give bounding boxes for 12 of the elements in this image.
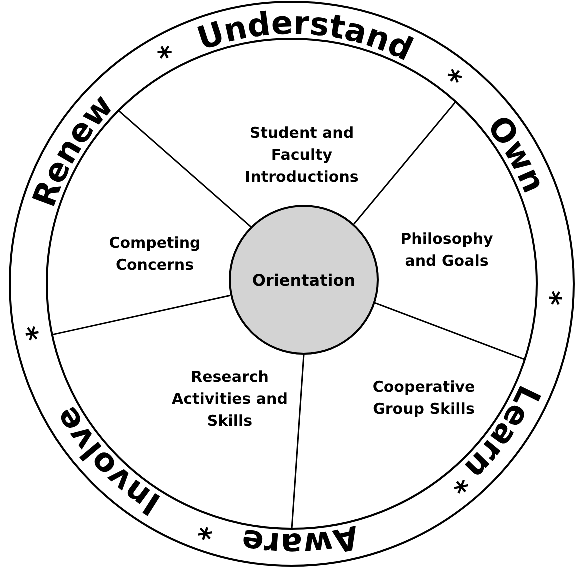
segment-label: Competing Concerns: [108, 233, 202, 276]
segment-label: Philosophy and Goals: [400, 229, 494, 272]
asterisk: *: [194, 511, 220, 548]
asterisk: *: [534, 290, 568, 306]
ring-word: Understand: [192, 4, 419, 69]
asterisk: *: [436, 62, 468, 98]
segment-label: Orientation: [252, 270, 356, 290]
asterisk: *: [20, 322, 55, 343]
asterisk: *: [152, 38, 182, 75]
segment-label: Student and Faculty Introductions: [244, 123, 360, 188]
segment-label: Research Activities and Skills: [171, 367, 289, 432]
ring-word: Aware: [239, 518, 362, 564]
